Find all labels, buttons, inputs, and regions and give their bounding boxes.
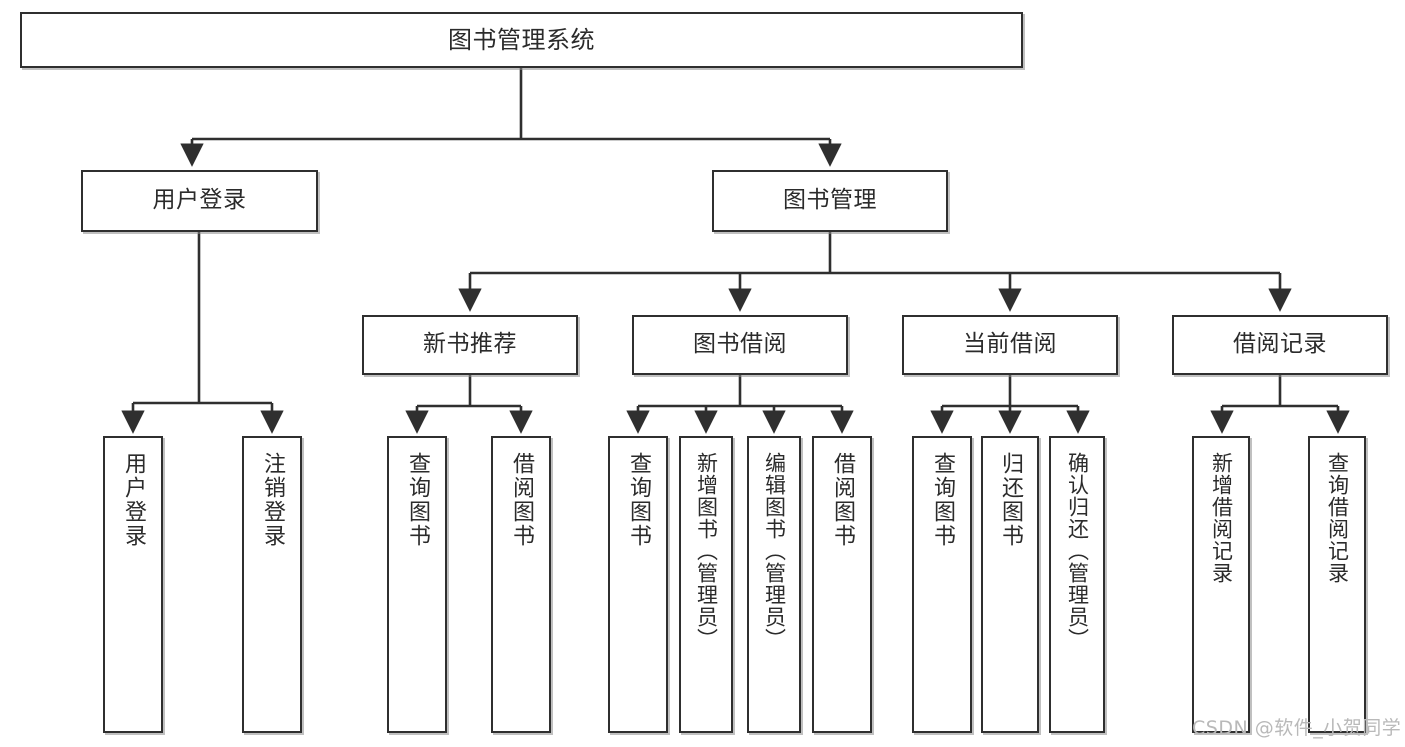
- node-user-login[interactable]: 用户登录: [81, 170, 318, 232]
- node-current-borrow[interactable]: 当前借阅: [902, 315, 1118, 375]
- node-leaf-logout[interactable]: 注销登录: [242, 436, 302, 733]
- node-book-borrow[interactable]: 图书借阅: [632, 315, 848, 375]
- node-root[interactable]: 图书管理系统: [20, 12, 1023, 68]
- node-book-management-label: 图书管理: [783, 187, 877, 214]
- node-leaf-edit-book[interactable]: 编辑图书（管理员）: [747, 436, 801, 733]
- node-leaf-return-book[interactable]: 归还图书: [981, 436, 1039, 733]
- node-leaf-borrow-book-2[interactable]: 借阅图书: [812, 436, 872, 733]
- node-leaf-query-record[interactable]: 查询借阅记录: [1308, 436, 1366, 733]
- node-borrow-record[interactable]: 借阅记录: [1172, 315, 1388, 375]
- node-leaf-add-book-label: 新增图书（管理员）: [694, 452, 719, 650]
- node-leaf-borrow-book-2-label: 借阅图书: [830, 452, 855, 548]
- node-leaf-borrow-book-1[interactable]: 借阅图书: [491, 436, 551, 733]
- node-borrow-record-label: 借阅记录: [1233, 331, 1327, 358]
- node-leaf-add-record-label: 新增借阅记录: [1209, 452, 1234, 584]
- node-leaf-user-login[interactable]: 用户登录: [103, 436, 163, 733]
- node-current-borrow-label: 当前借阅: [963, 331, 1057, 358]
- node-leaf-add-book[interactable]: 新增图书（管理员）: [679, 436, 733, 733]
- node-leaf-query-book-1-label: 查询图书: [405, 452, 430, 548]
- node-book-management[interactable]: 图书管理: [712, 170, 948, 232]
- node-leaf-confirm-return-label: 确认归还（管理员）: [1065, 452, 1090, 650]
- node-leaf-user-login-label: 用户登录: [121, 452, 146, 548]
- node-new-book-recommend[interactable]: 新书推荐: [362, 315, 578, 375]
- node-leaf-query-book-2[interactable]: 查询图书: [608, 436, 668, 733]
- node-new-book-recommend-label: 新书推荐: [423, 331, 517, 358]
- node-leaf-query-book-3-label: 查询图书: [930, 452, 955, 548]
- node-leaf-borrow-book-1-label: 借阅图书: [509, 452, 534, 548]
- node-leaf-query-book-3[interactable]: 查询图书: [912, 436, 972, 733]
- node-leaf-query-book-2-label: 查询图书: [626, 452, 651, 548]
- node-leaf-logout-label: 注销登录: [260, 452, 285, 548]
- node-book-borrow-label: 图书借阅: [693, 331, 787, 358]
- node-leaf-add-record[interactable]: 新增借阅记录: [1192, 436, 1250, 733]
- node-leaf-return-book-label: 归还图书: [998, 452, 1023, 548]
- node-leaf-query-record-label: 查询借阅记录: [1325, 452, 1350, 584]
- node-leaf-edit-book-label: 编辑图书（管理员）: [762, 452, 787, 650]
- node-leaf-query-book-1[interactable]: 查询图书: [387, 436, 447, 733]
- node-leaf-confirm-return[interactable]: 确认归还（管理员）: [1049, 436, 1105, 733]
- node-root-label: 图书管理系统: [448, 25, 595, 54]
- node-user-login-label: 用户登录: [152, 187, 247, 214]
